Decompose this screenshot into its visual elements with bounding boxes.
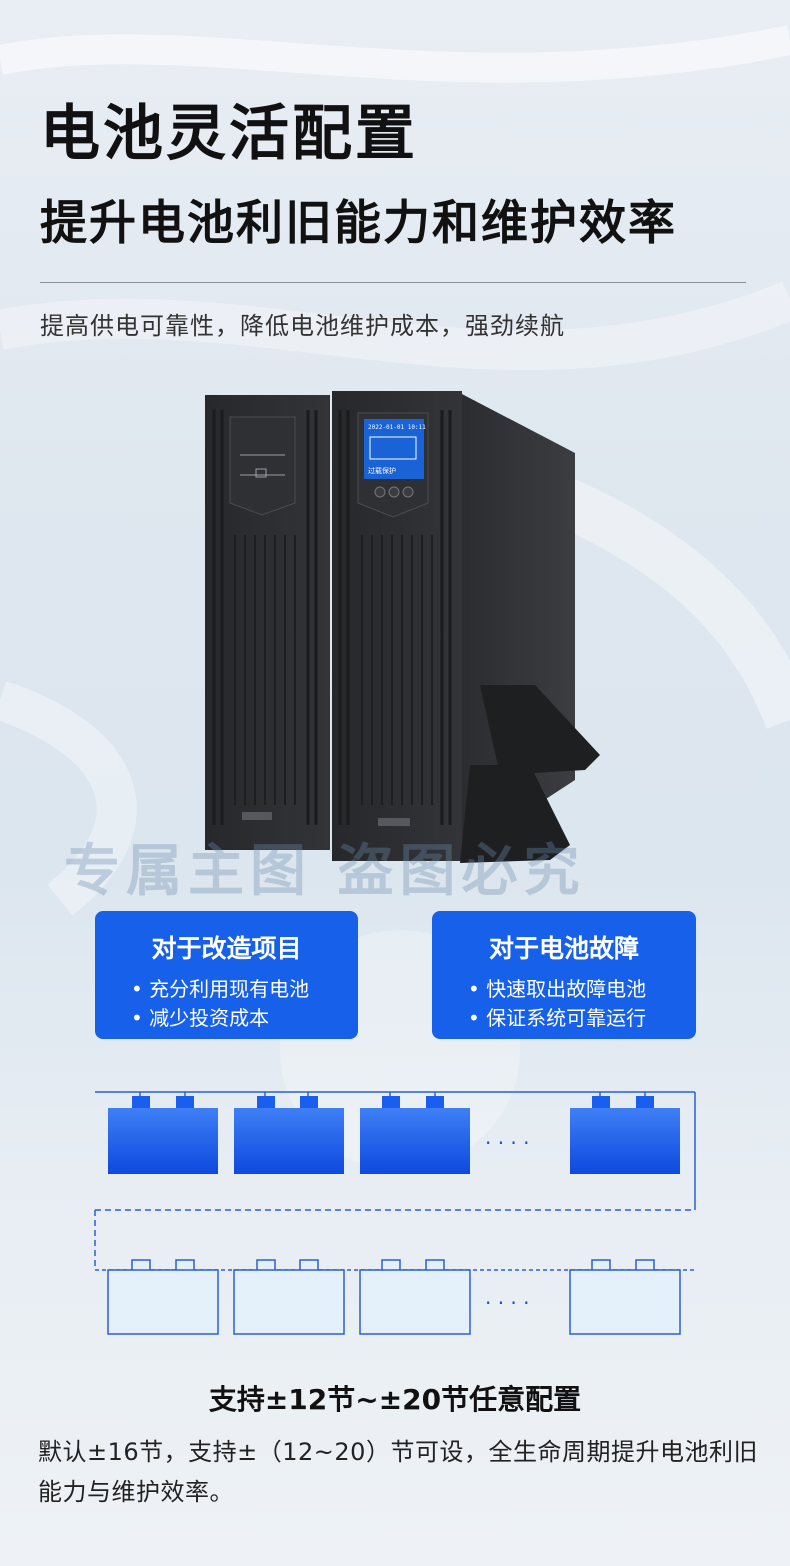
card-title: 对于电池故障 <box>488 934 639 963</box>
tagline: 提高供电可靠性，降低电池维护成本，强劲续航 <box>40 312 565 340</box>
divider <box>40 282 746 283</box>
page-title: 电池灵活配置 <box>40 99 418 169</box>
battery-row-filled <box>108 1096 680 1174</box>
battery-diagram: · · · · · · · · <box>94 1091 696 1335</box>
card-title: 对于改造项目 <box>151 934 302 963</box>
card-item: 减少投资成本 <box>131 1004 358 1033</box>
config-title: 支持±12节~±20节任意配置 <box>208 1383 582 1416</box>
ups-product-image: 2022-01-01 10:11 过载保护 <box>205 391 600 863</box>
ellipsis-bottom: · · · · <box>485 1291 530 1315</box>
battery-row-outline <box>107 1259 681 1335</box>
lcd-status: 过载保护 <box>368 466 396 475</box>
lcd-date: 2022-01-01 10:11 <box>368 424 426 431</box>
ellipsis-top: · · · · <box>485 1131 530 1155</box>
card-item: 快速取出故障电池 <box>468 975 696 1004</box>
watermark: 专属主图 盗图必究 <box>64 839 586 904</box>
card-retrofit: 对于改造项目 充分利用现有电池 减少投资成本 <box>95 911 358 1039</box>
config-description: 默认±16节，支持±（12~20）节可设，全生命周期提升电池利旧能力与维护效率。 <box>38 1438 758 1506</box>
card-item: 充分利用现有电池 <box>131 975 358 1004</box>
page-subtitle: 提升电池利旧能力和维护效率 <box>40 196 677 251</box>
card-battery-fault: 对于电池故障 快速取出故障电池 保证系统可靠运行 <box>432 911 696 1039</box>
card-item: 保证系统可靠运行 <box>468 1004 696 1033</box>
